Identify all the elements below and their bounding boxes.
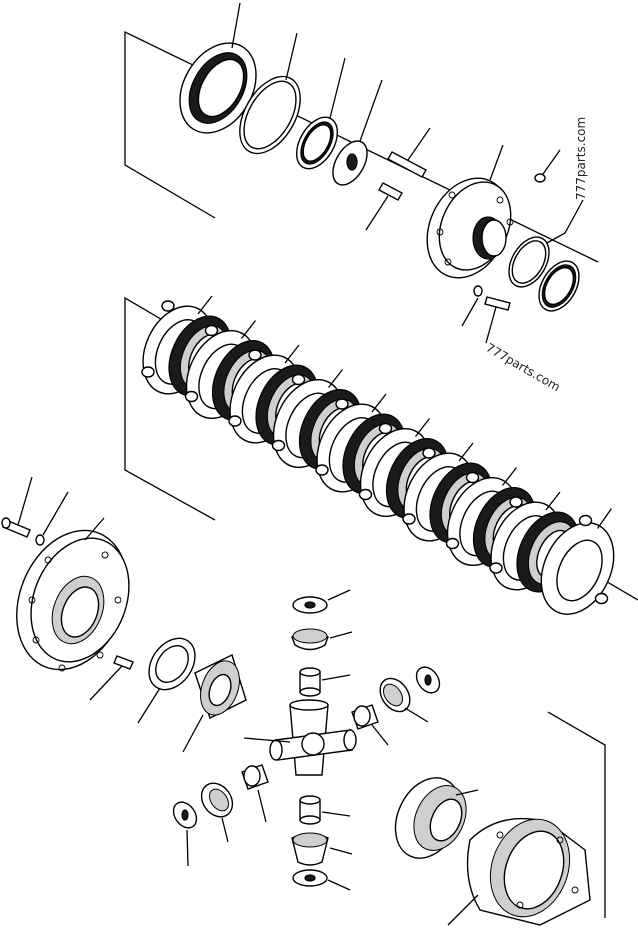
diff-bracket [547,711,606,918]
differential-case [447,817,591,926]
side-gear-right [394,777,479,859]
seal-ring-small [295,57,346,170]
leader-line [458,442,474,462]
pinion-washer-right [415,666,441,694]
leader-line [501,467,518,486]
leader-line [371,393,387,413]
pinion-washer-bottom [292,869,351,891]
lock-plate [332,79,383,186]
bolt-small-top [534,149,561,183]
bushing-left [241,764,269,823]
pinion-gear-left [200,782,234,843]
pinion-washer-left [172,801,198,867]
hub-bolt [461,285,511,344]
snap-ring-pair [508,199,584,312]
leader-line [545,491,561,511]
end-housing [16,517,130,672]
pinion-washer-top [292,589,351,614]
watermark-middle: 777parts.com [484,340,563,394]
carrier-hub [426,144,514,279]
leader-line [414,418,431,437]
spider-cross [243,699,357,776]
dowel-pin-lower [365,182,403,231]
housing-pin [89,655,134,701]
thrust-washer-left [137,637,196,724]
pinion-gear-right [379,677,429,723]
dowel-pin-upper [387,127,431,178]
leader-line [197,295,213,315]
pinion-gear-bottom [291,832,353,866]
retainer-ring [179,2,257,134]
leader-line [596,508,613,529]
leader-line [327,369,344,388]
leader-line [284,344,300,364]
watermark-top-right: 777parts.com [574,117,588,200]
seal-ring-large [239,32,301,155]
bushing-right [351,704,389,746]
clutch-pack [141,295,615,615]
side-gear-left [182,654,247,753]
bushing-bottom [299,795,351,825]
pinion-gear-top [291,628,353,651]
clutch-end-plate [540,514,615,615]
leader-line [240,320,257,339]
housing-bolt [1,476,33,538]
housing-washer [35,491,69,546]
bushing-top [299,667,351,697]
